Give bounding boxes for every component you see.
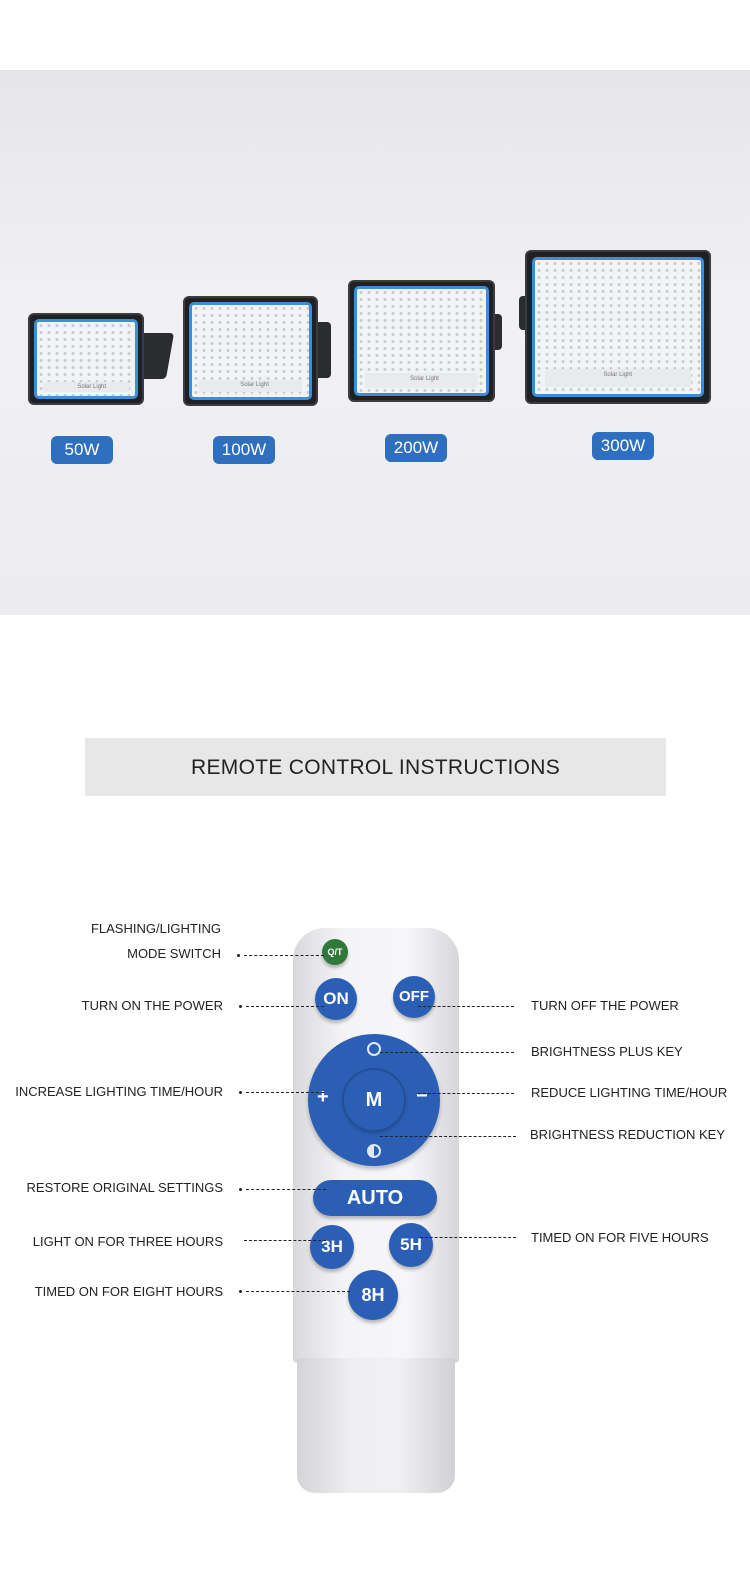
badge-50w: 50W [51,436,113,464]
leader-line [380,1052,514,1053]
product-banner: Solar Light Solar Light Solar Light Sola… [0,70,750,615]
label-increase-time: INCREASE LIGHTING TIME/HOUR [15,1084,223,1099]
5h-button[interactable]: 5H [389,1223,433,1267]
off-button[interactable]: OFF [393,976,435,1018]
label-brightness-plus: BRIGHTNESS PLUS KEY [531,1044,683,1059]
label-three-hours: LIGHT ON FOR THREE HOURS [32,1234,223,1249]
leader-line [244,955,324,956]
mode-dpad: + M − [308,1034,440,1166]
leader-dot [239,1005,242,1008]
label-five-hours: TIMED ON FOR FIVE HOURS [531,1230,709,1245]
label-mode-switch-2: MODE SWITCH [127,946,221,961]
leader-line [246,1291,350,1292]
leader-dot [237,954,240,957]
brightness-minus-icon[interactable] [367,1144,381,1158]
label-mode-switch-1: FLASHING/LIGHTING [90,921,221,936]
label-brightness-reduction: BRIGHTNESS REDUCTION KEY [530,1127,726,1142]
label-eight-hours: TIMED ON FOR EIGHT HOURS [34,1284,223,1299]
leader-line [246,1006,324,1007]
floodlight-300w-image: Solar Light [519,250,711,404]
8h-button[interactable]: 8H [348,1270,398,1320]
leader-line [246,1189,326,1190]
leader-line [380,1136,516,1137]
auto-button[interactable]: AUTO [313,1180,437,1216]
leader-dot [239,1091,242,1094]
label-reduce-time: REDUCE LIGHTING TIME/HOUR [531,1085,728,1100]
leader-line [418,1006,514,1007]
remote-control: Q/T ON OFF + M − AUTO 3H 5H 8H [293,928,459,1493]
floodlight-50w-image: Solar Light [28,313,175,405]
brightness-plus-icon[interactable] [367,1042,381,1056]
leader-dot [239,1290,242,1293]
remote-battery-cover [297,1358,455,1493]
leader-line [420,1237,516,1238]
on-button[interactable]: ON [315,978,357,1020]
m-button[interactable]: M [344,1070,404,1130]
leader-dot [239,1188,242,1191]
leader-line [246,1092,324,1093]
leader-line [418,1093,514,1094]
floodlight-200w-image: Solar Light [348,280,502,402]
section-title: REMOTE CONTROL INSTRUCTIONS [85,738,666,796]
badge-100w: 100W [213,436,275,464]
floodlight-100w-image: Solar Light [183,296,331,406]
label-turn-on: TURN ON THE POWER [81,998,223,1013]
badge-200w: 200W [385,434,447,462]
label-restore: RESTORE ORIGINAL SETTINGS [26,1180,223,1195]
leader-line [244,1240,326,1241]
label-turn-off: TURN OFF THE POWER [531,998,679,1013]
3h-button[interactable]: 3H [310,1225,354,1269]
qt-button[interactable]: Q/T [322,939,348,965]
badge-300w: 300W [592,432,654,460]
plus-button[interactable]: + [317,1086,329,1108]
minus-button[interactable]: − [416,1085,428,1107]
